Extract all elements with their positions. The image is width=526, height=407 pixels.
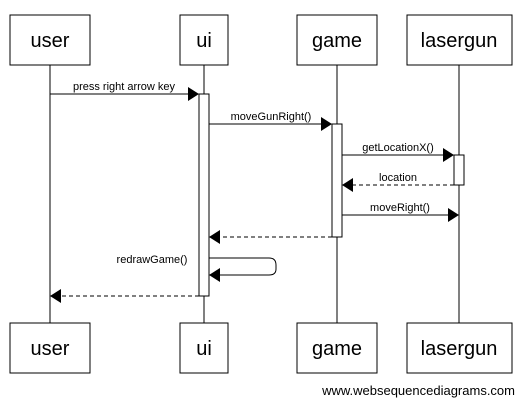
participant-ui-bottom: ui	[179, 322, 229, 374]
message-getlocationx: getLocationX()	[342, 142, 454, 162]
participant-label: game	[312, 338, 362, 360]
participant-user-bottom: user	[9, 322, 91, 374]
participant-lasergun-top: lasergun	[406, 14, 513, 66]
activation-game	[331, 123, 343, 238]
message-location-return: location	[342, 172, 454, 192]
message-redrawgame: redrawGame()	[117, 254, 277, 282]
participant-label: user	[31, 30, 70, 52]
message-press-right-arrow-key: press right arrow key	[50, 81, 199, 101]
message-label: moveGunRight()	[231, 111, 312, 123]
activation-lasergun	[453, 154, 465, 186]
message-label: redrawGame()	[117, 254, 188, 266]
participant-label: lasergun	[421, 30, 498, 52]
participant-game-top: game	[296, 14, 378, 66]
participant-lasergun-bottom: lasergun	[406, 322, 513, 374]
message-label: location	[379, 172, 417, 184]
message-label: moveRight()	[370, 202, 430, 214]
participant-label: ui	[196, 30, 212, 52]
participant-game-bottom: game	[296, 322, 378, 374]
activation-ui	[198, 93, 210, 297]
message-movegunright: moveGunRight()	[209, 111, 332, 131]
message-moveright: moveRight()	[342, 202, 459, 222]
participant-label: ui	[196, 338, 212, 360]
footer-watermark: www.websequencediagrams.com	[321, 383, 515, 398]
participant-user-top: user	[9, 14, 91, 66]
participant-ui-top: ui	[179, 14, 229, 66]
participant-label: user	[31, 338, 70, 360]
message-label: press right arrow key	[73, 81, 176, 93]
message-label: getLocationX()	[362, 142, 434, 154]
participant-label: game	[312, 30, 362, 52]
message-return-to-ui	[209, 230, 332, 244]
message-return-to-user	[50, 289, 199, 303]
participant-label: lasergun	[421, 338, 498, 360]
